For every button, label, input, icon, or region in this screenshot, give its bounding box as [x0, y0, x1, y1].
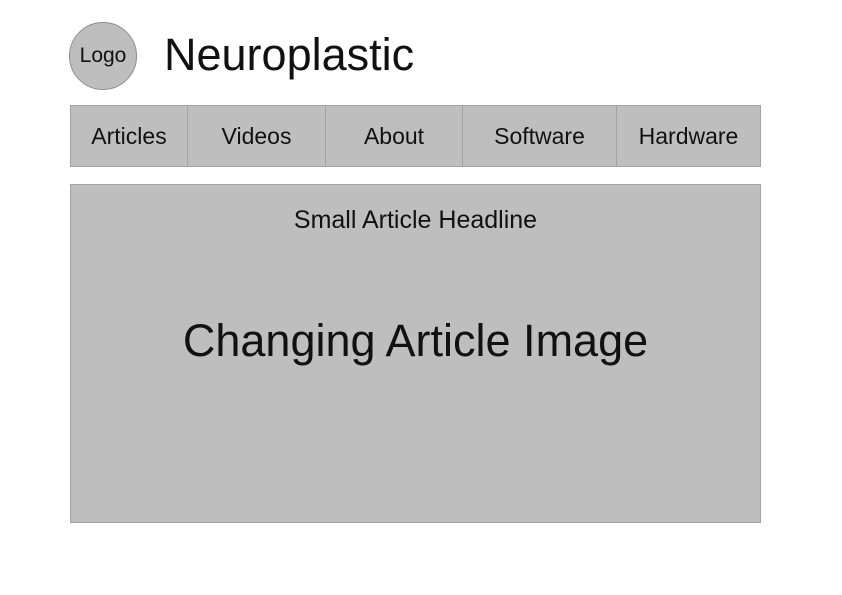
nav-item-hardware[interactable]: Hardware	[638, 122, 739, 149]
nav-item-videos[interactable]: Videos	[188, 106, 326, 166]
site-title: Neuroplastic	[164, 29, 415, 80]
nav-item-software[interactable]: Software	[463, 106, 617, 166]
featured-article[interactable]: Small Article Headline Changing Article …	[70, 184, 761, 523]
main-nav: Articles Videos About Software Hardware	[70, 105, 761, 167]
nav-item-about[interactable]: About	[326, 106, 463, 166]
article-image-placeholder: Changing Article Image	[182, 315, 649, 366]
nav-item-articles[interactable]: Articles	[71, 106, 188, 166]
logo-text: Logo	[79, 44, 127, 67]
logo[interactable]: Logo	[69, 22, 137, 90]
article-headline[interactable]: Small Article Headline	[293, 206, 538, 234]
